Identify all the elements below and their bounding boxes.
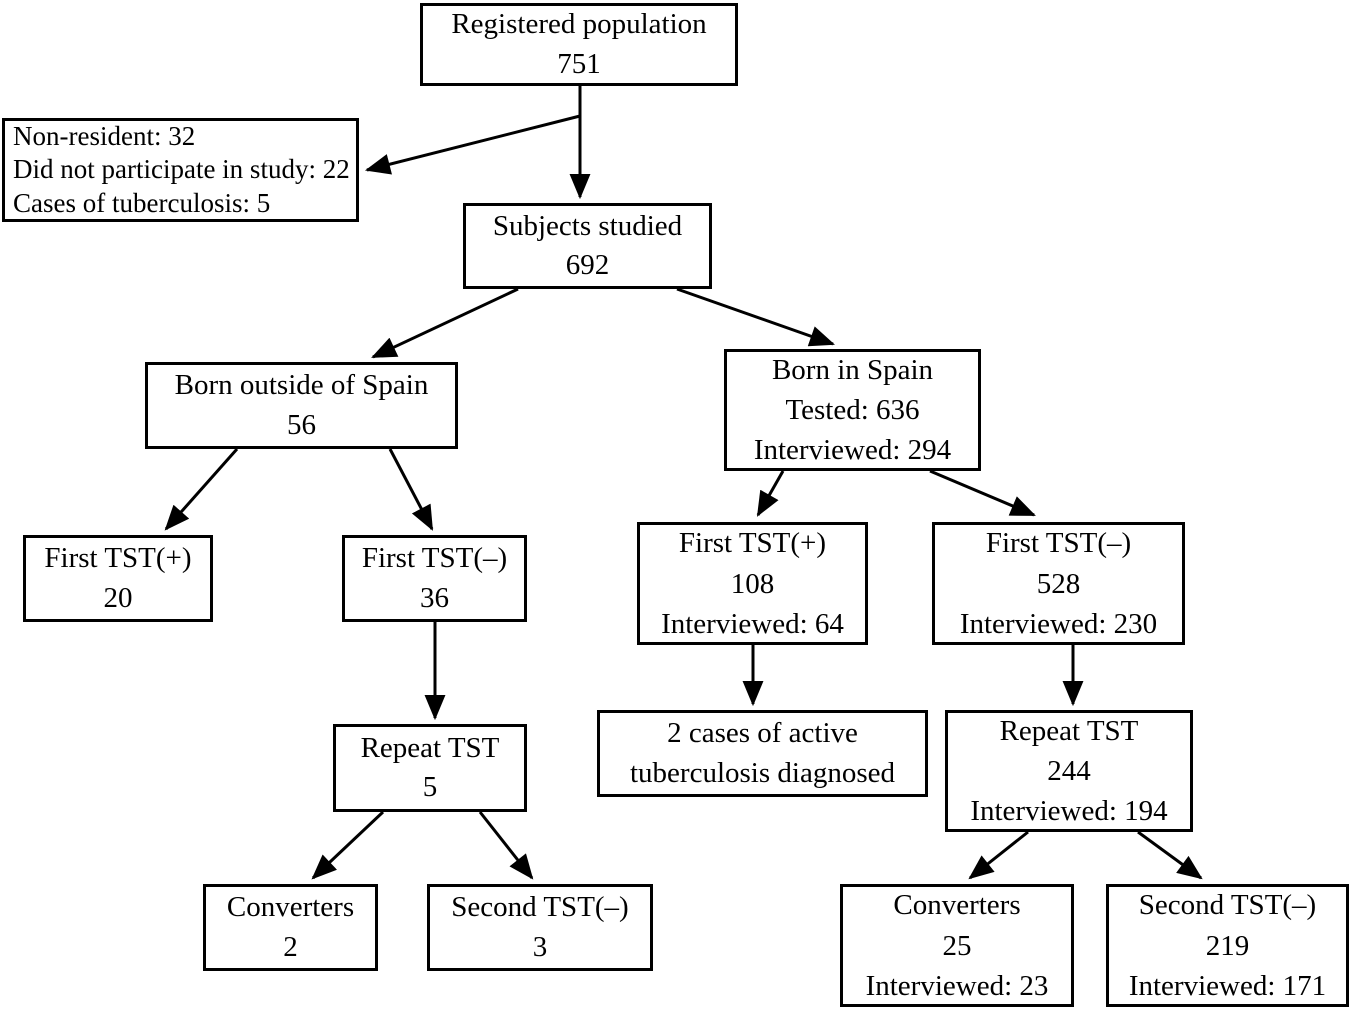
node-label: First TST(–) <box>361 542 508 575</box>
node-label: Converters <box>226 891 355 924</box>
node-count: 692 <box>565 249 610 281</box>
node-first-tst-negative-spain: First TST(–) 528 Interviewed: 230 <box>932 522 1185 645</box>
node-label: Subjects studied <box>492 209 683 242</box>
node-label: Registered population <box>451 8 707 41</box>
node-interviewed-count: Interviewed: 230 <box>959 607 1158 640</box>
node-registered-population: Registered population 751 <box>420 3 738 86</box>
node-interviewed-count: Interviewed: 171 <box>1128 969 1327 1002</box>
node-interviewed-count: Interviewed: 64 <box>661 607 844 640</box>
node-label: Second TST(–) <box>1138 889 1317 922</box>
node-second-tst-negative-spain: Second TST(–) 219 Interviewed: 171 <box>1106 884 1349 1007</box>
node-first-tst-positive-outside: First TST(+) 20 <box>23 535 213 622</box>
edge-repeat-to-second-neg <box>478 811 534 880</box>
node-count: 219 <box>1205 929 1250 962</box>
node-label: Born outside of Spain <box>174 369 429 402</box>
edge-registered-to-exclusions <box>364 114 581 175</box>
node-first-tst-negative-outside: First TST(–) 36 <box>342 535 527 622</box>
node-count: 108 <box>730 567 775 600</box>
node-count: 36 <box>420 581 449 614</box>
node-label: First TST(+) <box>678 527 827 560</box>
node-label: Repeat TST <box>999 714 1139 747</box>
node-label: Repeat TST <box>360 731 500 764</box>
node-count: 244 <box>1047 755 1091 787</box>
edge-born-outside-to-first-pos <box>164 448 239 531</box>
node-count: 751 <box>557 47 601 80</box>
edge-repeat-to-converters <box>311 810 385 880</box>
edge-born-spain-to-first-pos <box>756 470 785 517</box>
edge-born-spain-to-first-neg <box>929 469 1036 517</box>
node-converters-spain: Converters 25 Interviewed: 23 <box>840 884 1074 1007</box>
node-label: First TST(–) <box>985 527 1132 560</box>
node-converters-outside: Converters 2 <box>203 884 378 971</box>
node-repeat-tst-outside: Repeat TST 5 <box>333 724 527 812</box>
node-label: tuberculosis diagnosed <box>630 756 895 789</box>
node-repeat-tst-spain: Repeat TST 244 Interviewed: 194 <box>945 710 1193 832</box>
node-interviewed-count: Interviewed: 294 <box>753 434 952 467</box>
node-interviewed-count: Interviewed: 23 <box>865 969 1049 1002</box>
node-count: 5 <box>422 771 438 803</box>
node-count: 20 <box>103 581 133 614</box>
node-interviewed-count: Interviewed: 194 <box>970 795 1168 828</box>
edge-subjects-to-born-in-spain <box>676 287 835 347</box>
node-count: 56 <box>287 408 316 441</box>
exclusion-non-resident: Non-resident: 32 <box>13 120 196 151</box>
node-count: 528 <box>1036 567 1081 600</box>
exclusion-no-participation: Did not participate in study: 22 <box>13 154 350 185</box>
node-born-outside-spain: Born outside of Spain 56 <box>145 362 458 449</box>
node-subjects-studied: Subjects studied 692 <box>463 203 712 289</box>
edge-repeat-spain-to-converters <box>968 830 1029 880</box>
node-tested-count: Tested: 636 <box>785 394 920 426</box>
node-active-tb-cases: 2 cases of active tuberculosis diagnosed <box>597 710 928 797</box>
node-label: 2 cases of active <box>667 717 858 750</box>
node-label: Converters <box>893 889 1021 922</box>
node-count: 2 <box>283 930 298 963</box>
edge-born-outside-to-first-neg <box>388 448 434 531</box>
node-first-tst-positive-spain: First TST(+) 108 Interviewed: 64 <box>637 522 868 645</box>
node-count: 25 <box>942 929 972 962</box>
node-label: Born in Spain <box>771 353 934 386</box>
node-exclusions: Non-resident: 32 Did not participate in … <box>2 118 359 222</box>
edge-subjects-to-born-outside <box>371 287 519 359</box>
node-count: 3 <box>532 930 548 963</box>
node-label: Second TST(–) <box>451 891 629 924</box>
edge-repeat-spain-to-second-neg <box>1137 830 1203 880</box>
node-label: First TST(+) <box>44 542 192 575</box>
exclusion-tb-cases: Cases of tuberculosis: 5 <box>13 187 271 218</box>
node-born-in-spain: Born in Spain Tested: 636 Interviewed: 2… <box>724 349 981 471</box>
node-second-tst-negative-outside: Second TST(–) 3 <box>427 884 653 971</box>
